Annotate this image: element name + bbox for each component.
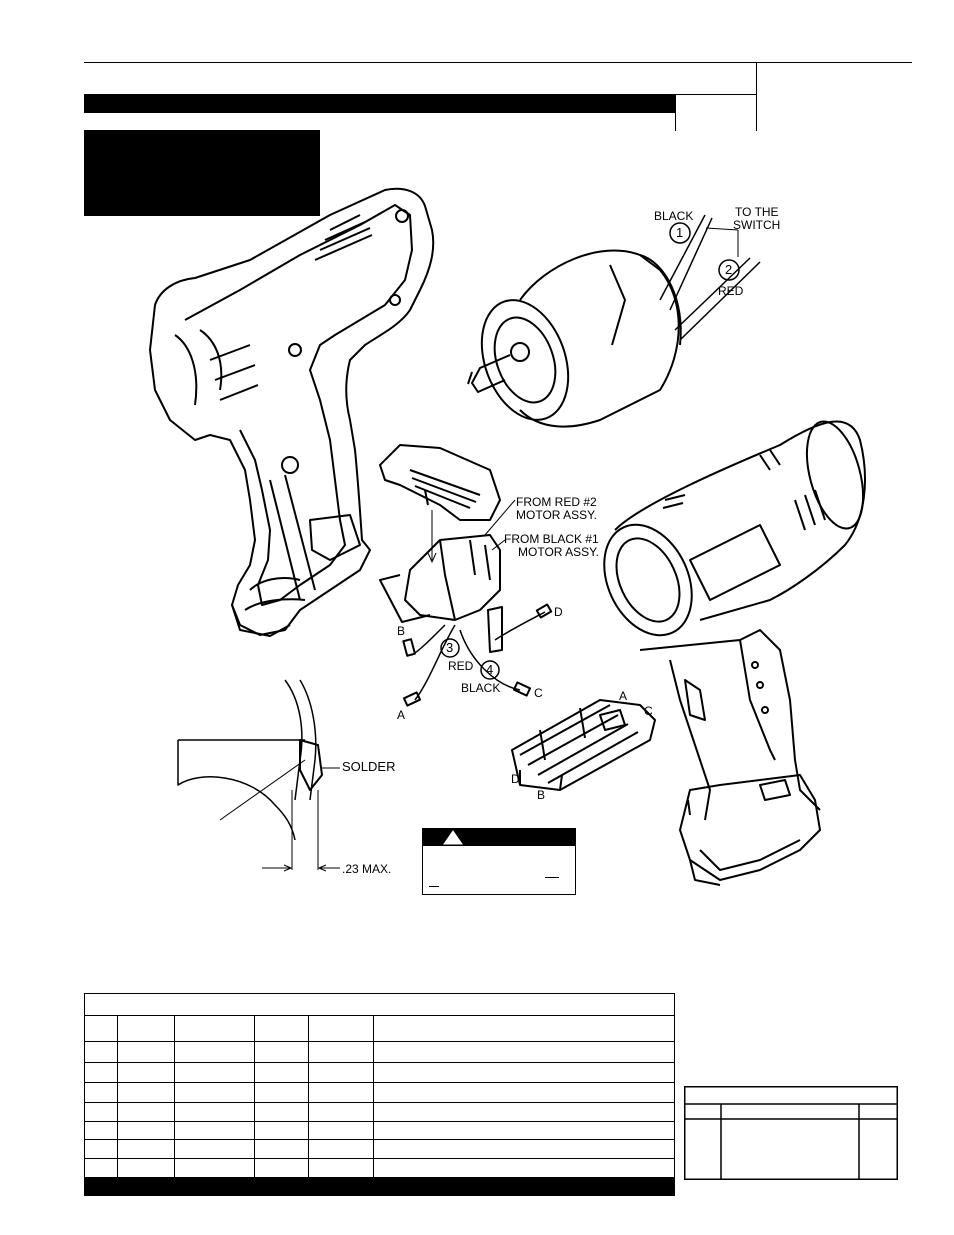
header-black-bar: [84, 94, 675, 113]
warning-triangle-icon: [443, 830, 463, 845]
switch-callout-4: 4: [486, 662, 494, 677]
header-bar-outline-top: [675, 94, 757, 95]
motor-label-to-the: TO THE: [735, 205, 779, 219]
switch-terminal-d: D: [554, 605, 563, 619]
motor-label-red: RED: [718, 284, 744, 298]
switch-terminal-c: C: [534, 686, 543, 700]
motor-label-black: BLACK: [654, 209, 694, 223]
warning-underline-right: [545, 877, 559, 878]
block-terminal-c: C: [644, 704, 653, 718]
motor-callout-1: 1: [676, 225, 684, 240]
switch-label-black: BLACK: [461, 681, 501, 695]
solder-dimension-label: .23 MAX.: [342, 862, 392, 876]
motor-callout-2: 2: [725, 262, 733, 277]
header-vertical-divider: [756, 62, 757, 131]
block-terminal-d: D: [511, 772, 520, 786]
block-terminal-a: A: [619, 689, 628, 703]
motor-label-switch: SWITCH: [733, 218, 781, 232]
header-top-rule: [84, 62, 912, 63]
header-bar-outline-left: [675, 94, 676, 131]
warning-box: [422, 828, 576, 895]
switch-label-red: RED: [448, 659, 474, 673]
switch-label-from-black: FROM BLACK #1: [504, 532, 599, 546]
switch-label-motor-assy-2: MOTOR ASSY.: [518, 545, 599, 559]
side-reference-table: [684, 1086, 898, 1180]
warning-underline-left: [429, 886, 439, 887]
switch-terminal-a: A: [397, 708, 406, 722]
switch-callout-3: 3: [446, 640, 454, 655]
switch-terminal-b: B: [397, 624, 406, 638]
switch-label-from-red: FROM RED #2: [516, 495, 597, 509]
switch-label-motor-assy-1: MOTOR ASSY.: [516, 508, 597, 522]
section-title-block: [84, 130, 320, 216]
block-terminal-b: B: [537, 788, 546, 802]
parts-list-table: [84, 993, 675, 1196]
solder-label: SOLDER: [342, 759, 396, 774]
